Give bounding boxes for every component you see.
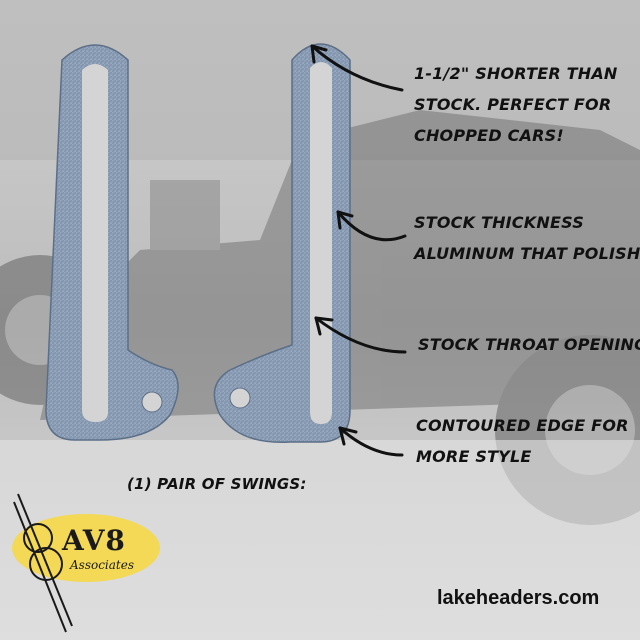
callout-line: MORE STYLE bbox=[416, 447, 532, 466]
right-swing-part bbox=[213, 43, 351, 444]
callout-line: CHOPPED CARS! bbox=[414, 126, 564, 145]
left-swing-part bbox=[45, 44, 179, 441]
callout-contoured-edge: CONTOURED EDGE FOR MORE STYLE bbox=[416, 410, 629, 472]
av8-logo bbox=[12, 493, 160, 633]
callout-line: ALUMINUM THAT POLISHES! bbox=[414, 244, 640, 263]
callout-line: STOCK THICKNESS bbox=[414, 213, 584, 232]
callout-stock-thickness: STOCK THICKNESS ALUMINUM THAT POLISHES! bbox=[414, 207, 640, 269]
pair-caption: (1) PAIR OF SWINGS: bbox=[127, 475, 307, 493]
callout-arrows bbox=[310, 44, 407, 457]
callout-line: CONTOURED EDGE FOR bbox=[416, 416, 629, 435]
callout-shorter-than-stock: 1-1/2" SHORTER THAN STOCK. PERFECT FOR C… bbox=[414, 58, 618, 151]
logo-sub-text: Associates bbox=[70, 558, 135, 572]
website-url[interactable]: lakeheaders.com bbox=[437, 587, 600, 609]
logo-main-text: AV8 bbox=[62, 524, 126, 557]
callout-line: 1-1/2" SHORTER THAN bbox=[414, 64, 618, 83]
callout-throat-opening: STOCK THROAT OPENING bbox=[418, 329, 640, 360]
callout-line: STOCK. PERFECT FOR bbox=[414, 95, 612, 114]
callout-line: STOCK THROAT OPENING bbox=[418, 335, 640, 354]
